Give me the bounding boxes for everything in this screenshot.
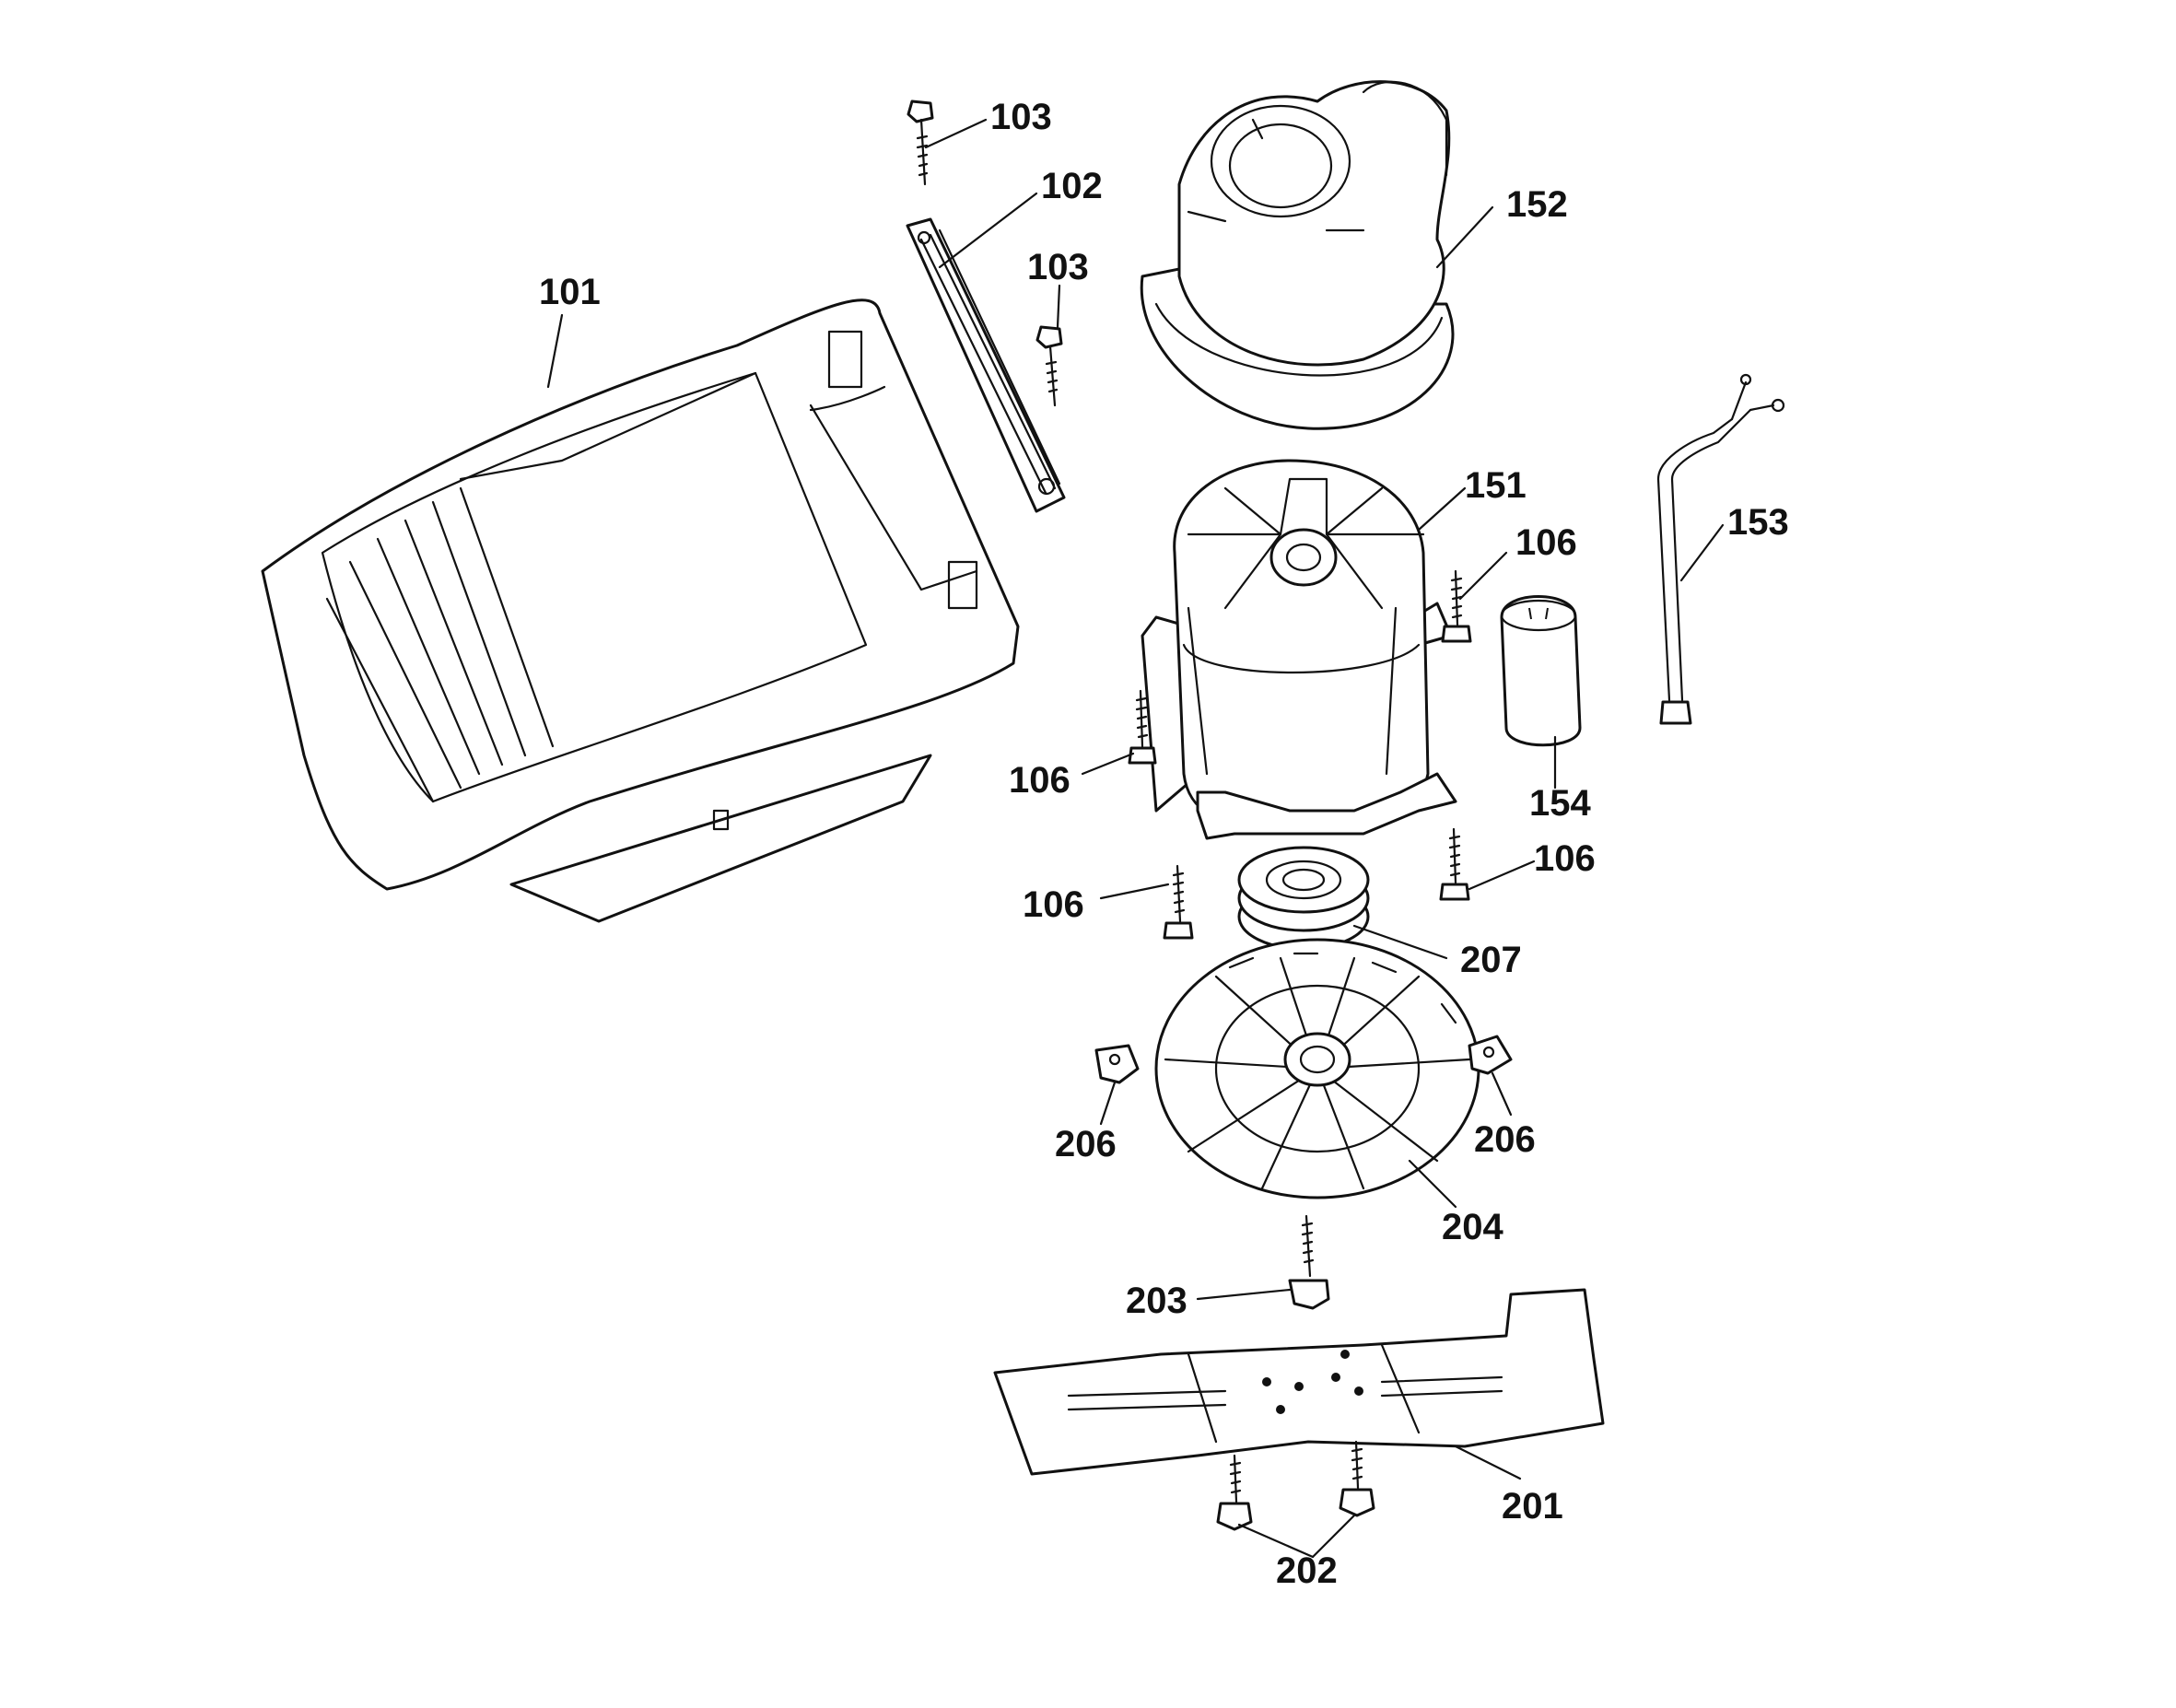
callout-102: 102: [1041, 166, 1103, 206]
callout-204: 204: [1442, 1207, 1503, 1247]
part-106-screw-a: [1128, 689, 1157, 765]
part-151-motor: [1141, 459, 1457, 840]
leader-202a: [1237, 1523, 1315, 1559]
leader-206a: [1099, 1081, 1117, 1126]
callout-152: 152: [1506, 184, 1568, 225]
part-206-nut-a: [1094, 1044, 1140, 1084]
callout-103-top: 103: [990, 97, 1052, 137]
part-202-bolt-b: [1339, 1440, 1375, 1517]
leader-106a: [1458, 551, 1508, 601]
leader-101: [546, 313, 564, 389]
callout-201: 201: [1502, 1486, 1563, 1527]
part-106-screw-b: [1441, 569, 1472, 643]
part-202-bolt-a: [1216, 1454, 1253, 1531]
leader-206b: [1491, 1071, 1513, 1117]
callout-206-right: 206: [1474, 1119, 1536, 1160]
leader-152: [1435, 205, 1494, 269]
callout-106-upper-right: 106: [1515, 522, 1577, 563]
part-203-bolt: [1288, 1214, 1330, 1310]
leader-102: [938, 192, 1038, 269]
callout-103-lower: 103: [1027, 247, 1089, 287]
callout-153: 153: [1727, 502, 1789, 543]
leader-103a: [924, 118, 988, 149]
callout-202: 202: [1276, 1550, 1338, 1591]
callout-151: 151: [1465, 465, 1527, 506]
leader-103b: [1056, 284, 1061, 329]
callout-labels: 101 102 103 103 152 151 106 153 154 106 …: [539, 97, 1789, 1591]
leader-151: [1417, 486, 1467, 532]
callout-101: 101: [539, 272, 601, 312]
callout-106-right: 106: [1534, 838, 1596, 879]
part-154-capacitor: [1500, 595, 1582, 747]
leader-201: [1454, 1445, 1522, 1480]
leader-202b: [1311, 1514, 1356, 1559]
leader-106d: [1099, 883, 1170, 900]
leader-203: [1196, 1288, 1292, 1301]
part-204-fan: [1154, 938, 1480, 1199]
leader-153: [1679, 523, 1725, 582]
leader-106c: [1468, 860, 1536, 891]
callout-203: 203: [1126, 1281, 1187, 1321]
part-103-screw-b: [1035, 325, 1063, 407]
part-201-blade: [993, 1288, 1605, 1476]
leader-207: [1352, 924, 1448, 960]
part-101-housing: [261, 298, 1020, 923]
callout-106-lower-left: 106: [1023, 884, 1084, 925]
part-106-screw-d: [1439, 827, 1470, 901]
part-102-bracket: [906, 217, 1066, 513]
callout-207: 207: [1460, 940, 1522, 980]
part-207-pulley: [1237, 846, 1370, 951]
part-106-screw-c: [1163, 864, 1194, 940]
part-206-nut-b: [1468, 1035, 1513, 1075]
part-152-motor-cover: [1140, 80, 1455, 430]
leader-106b: [1081, 752, 1135, 776]
leader-lines: [546, 118, 1725, 1559]
callout-154: 154: [1529, 783, 1591, 824]
part-153-cable: [1656, 373, 1785, 725]
callout-206-left: 206: [1055, 1124, 1117, 1164]
part-103-screw-a: [907, 99, 934, 186]
callout-106-left: 106: [1009, 760, 1070, 801]
leader-204: [1408, 1159, 1457, 1209]
